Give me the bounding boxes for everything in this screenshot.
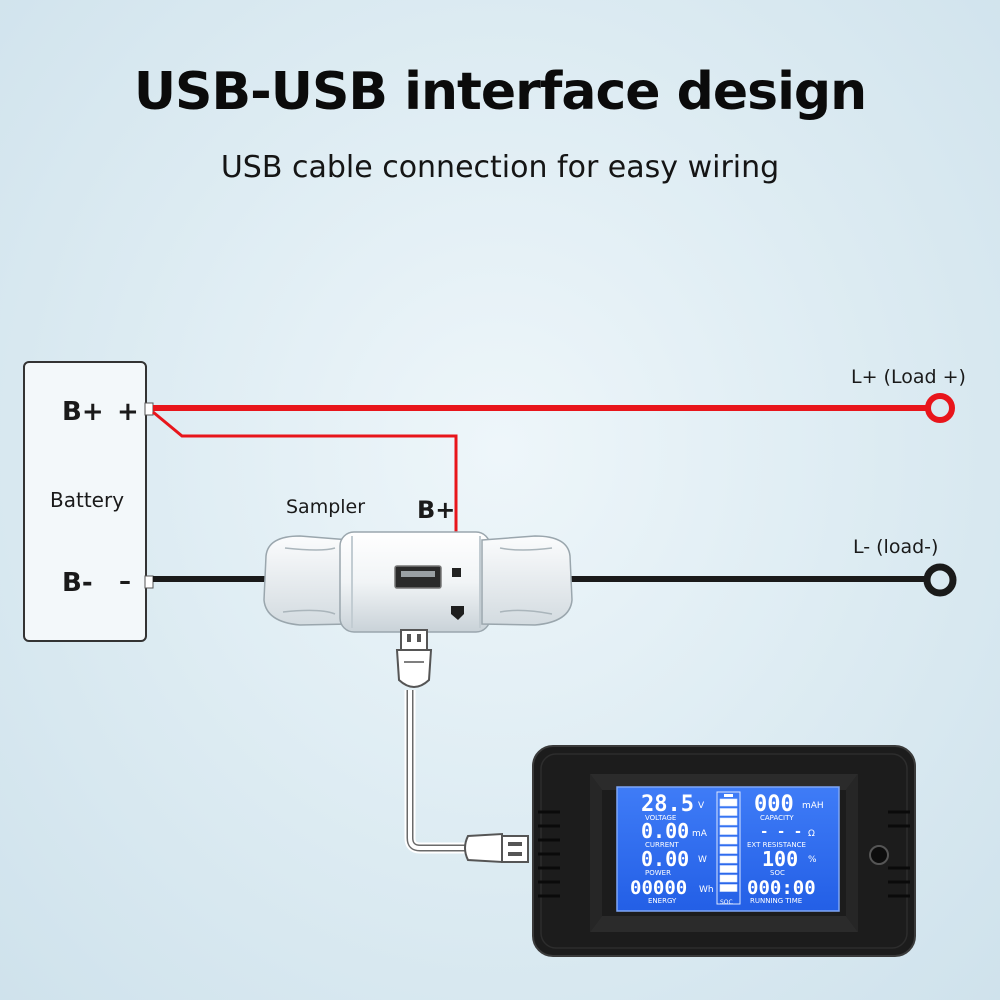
resistance-label: EXT RESISTANCE — [747, 841, 806, 849]
voltage-value: 28.5 — [641, 792, 694, 817]
battery-positive-label: B+ — [62, 397, 104, 427]
load-negative-label: L- (load-) — [853, 536, 938, 558]
soc-bar-segment — [719, 798, 738, 807]
running-time-value: 000:00 — [747, 877, 816, 899]
soc-bar-segment — [719, 874, 738, 883]
soc-bar-segment — [719, 808, 738, 816]
battery-negative-label: B- — [62, 568, 93, 598]
page-subtitle: USB cable connection for easy wiring — [220, 150, 780, 185]
capacity-value: 000 — [754, 792, 794, 817]
battery-box: B+ + Battery B- – — [23, 361, 154, 642]
current-unit: mA — [692, 829, 708, 839]
soc-value: 100 — [762, 847, 798, 871]
sampler-shunt-terminal — [451, 606, 464, 620]
soc-bar-segment — [719, 817, 738, 826]
resistance-unit: Ω — [808, 829, 815, 839]
resistance-value: - - - — [760, 824, 802, 840]
positive-ring-terminal — [925, 393, 955, 423]
battery-positive-terminal — [144, 402, 154, 416]
sampler-device — [263, 531, 573, 633]
current-value: 0.00 — [641, 819, 689, 843]
running-time-label: RUNNING TIME — [750, 897, 802, 905]
soc-bar-segment — [719, 865, 738, 873]
capacity-unit: mAH — [802, 801, 824, 811]
soc-bar-segment — [719, 827, 738, 835]
energy-label: ENERGY — [648, 897, 677, 905]
usb-plug-bottom — [464, 832, 529, 864]
voltage-label: VOLTAGE — [645, 814, 676, 822]
positive-load-wire — [153, 393, 955, 423]
negative-load-wire — [153, 563, 957, 597]
page-title: USB-USB interface design — [133, 62, 867, 122]
sampler-sense-wire — [152, 410, 458, 568]
usb-plug-top — [395, 629, 433, 688]
soc-bar-segment — [719, 836, 738, 845]
power-label: POWER — [645, 869, 671, 877]
soc-bar-segment — [719, 884, 738, 892]
load-positive-label: L+ (Load +) — [851, 366, 966, 388]
soc-bar-segment — [719, 855, 738, 864]
power-value: 0.00 — [641, 847, 689, 871]
energy-unit: Wh — [699, 885, 714, 895]
battery-label: Battery — [50, 488, 124, 512]
battery-positive-sign: + — [117, 397, 139, 427]
negative-ring-terminal — [923, 563, 957, 597]
power-unit: W — [698, 855, 707, 865]
meter-button[interactable] — [869, 845, 889, 865]
energy-value: 00000 — [630, 877, 687, 899]
soc-unit: % — [808, 855, 817, 865]
sampler-bplus-label: B+ — [417, 496, 455, 524]
soc-label: SOC — [770, 869, 785, 877]
voltage-unit: V — [698, 801, 705, 811]
battery-negative-sign: – — [119, 567, 131, 595]
soc-bar — [719, 794, 738, 892]
capacity-label: CAPACITY — [760, 814, 794, 822]
usb-cable — [404, 690, 470, 854]
soc-bar-label: SOC — [720, 899, 733, 906]
sampler-bplus-terminal — [452, 568, 461, 577]
soc-bar-segment — [719, 846, 738, 854]
current-label: CURRENT — [645, 841, 679, 849]
sampler-label: Sampler — [286, 496, 365, 518]
soc-bar-cap — [724, 794, 733, 797]
soc-bar-frame — [716, 791, 741, 905]
lcd-screen: 28.5 V VOLTAGE 0.00 mA CURRENT 0.00 W PO… — [616, 786, 840, 912]
battery-negative-terminal — [144, 575, 154, 589]
